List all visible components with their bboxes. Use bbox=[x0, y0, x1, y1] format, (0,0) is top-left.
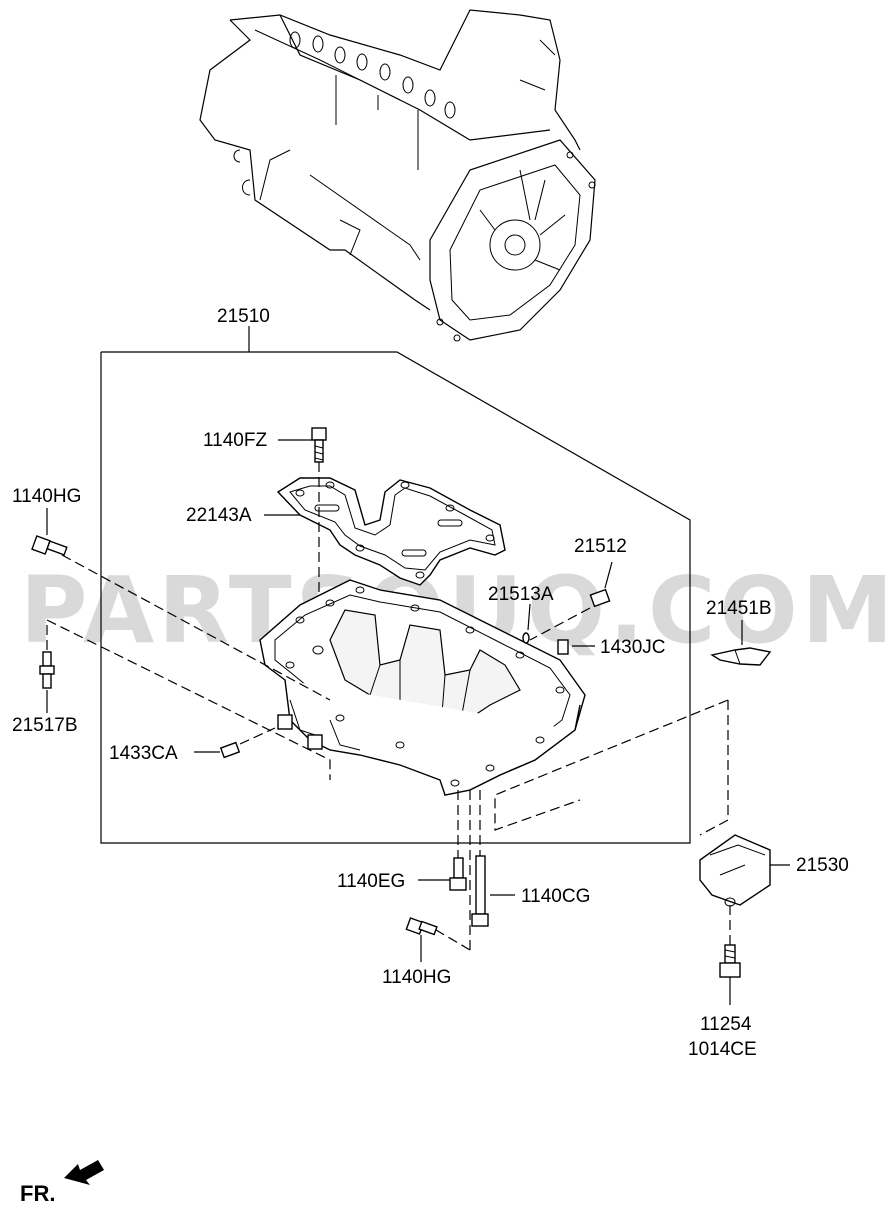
drain-plug-21512 bbox=[529, 561, 613, 641]
label-1140eg: 1140EG bbox=[337, 871, 405, 892]
label-1014ce: 1014CE bbox=[688, 1039, 757, 1060]
dowel-1433ca bbox=[194, 727, 276, 759]
label-21517b: 21517B bbox=[12, 715, 78, 736]
label-1140cg: 1140CG bbox=[521, 886, 590, 907]
sensor-21451b bbox=[710, 620, 772, 666]
oil-pan bbox=[259, 579, 586, 796]
label-11254: 11254 bbox=[700, 1014, 752, 1035]
label-21513a: 21513A bbox=[488, 584, 554, 605]
assembly-frame bbox=[100, 326, 691, 844]
label-1140hg-bottom: 1140HG bbox=[382, 967, 451, 988]
label-21530: 21530 bbox=[796, 855, 849, 876]
engine-block bbox=[199, 9, 596, 342]
label-1433ca: 1433CA bbox=[109, 743, 178, 764]
label-21510: 21510 bbox=[217, 306, 270, 327]
bolt-1140cg bbox=[471, 790, 515, 927]
bolt-1140hg-bottom bbox=[405, 790, 471, 962]
label-1140fz: 1140FZ bbox=[203, 430, 267, 451]
front-direction-indicator: FR. bbox=[20, 1160, 104, 1206]
label-22143a: 22143A bbox=[186, 505, 252, 526]
dowel-1430jc bbox=[557, 639, 595, 655]
fr-label: FR. bbox=[20, 1181, 55, 1206]
label-21512: 21512 bbox=[574, 536, 627, 557]
drain-gasket-21513a bbox=[522, 603, 531, 644]
arrow-icon bbox=[64, 1160, 104, 1185]
cover-21530 bbox=[494, 699, 790, 907]
label-1140hg-left: 1140HG bbox=[12, 486, 81, 507]
oil-pan-gasket bbox=[276, 477, 506, 586]
stud-21517b bbox=[39, 619, 331, 780]
bolt-1140fz bbox=[311, 427, 327, 640]
bolt-1140hg-left bbox=[31, 508, 331, 701]
bolt-1140eg bbox=[418, 790, 467, 891]
label-21451b: 21451B bbox=[706, 598, 772, 619]
label-1430jc: 1430JC bbox=[600, 637, 666, 658]
bolt-11254 bbox=[719, 905, 741, 1005]
